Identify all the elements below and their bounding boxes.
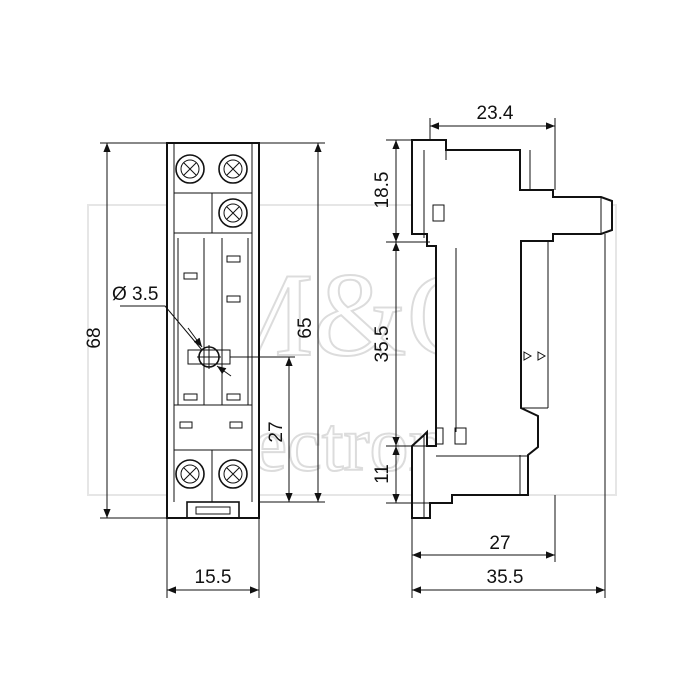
terminal-screw-top-left [175,154,205,184]
dim-width: 15.5 [195,567,232,588]
terminal-screw-mid-right [218,198,248,228]
dim-height-total: 68 [84,327,105,348]
front-view: 68 65 27 15.5 Ø 3.5 [84,142,325,598]
side-profile-outline [411,139,613,519]
dim-height-mount: 65 [295,317,316,338]
side-latch-lower [454,427,467,445]
dim-top-width: 23.4 [477,103,514,124]
front-body-outline [166,142,260,519]
dim-rail-height: 35.5 [372,326,393,363]
dim-depth-total: 35.5 [487,567,524,588]
mounting-hole [187,345,231,369]
front-din-clip [186,501,240,519]
terminal-screw-bottom-right [218,459,248,489]
side-latch-upper [432,204,445,222]
terminal-screw-top-right [218,154,248,184]
dim-depth-inner: 27 [489,533,510,554]
side-view: 23.4 18.5 35.5 11 27 35.5 [372,103,613,598]
dim-hole-diameter: Ø 3.5 [112,284,158,305]
dim-lower-height: 11 [372,464,393,484]
dim-upper-height: 18.5 [372,172,393,209]
dim-height-hole: 27 [266,421,287,442]
terminal-screw-bottom-left [175,459,205,489]
